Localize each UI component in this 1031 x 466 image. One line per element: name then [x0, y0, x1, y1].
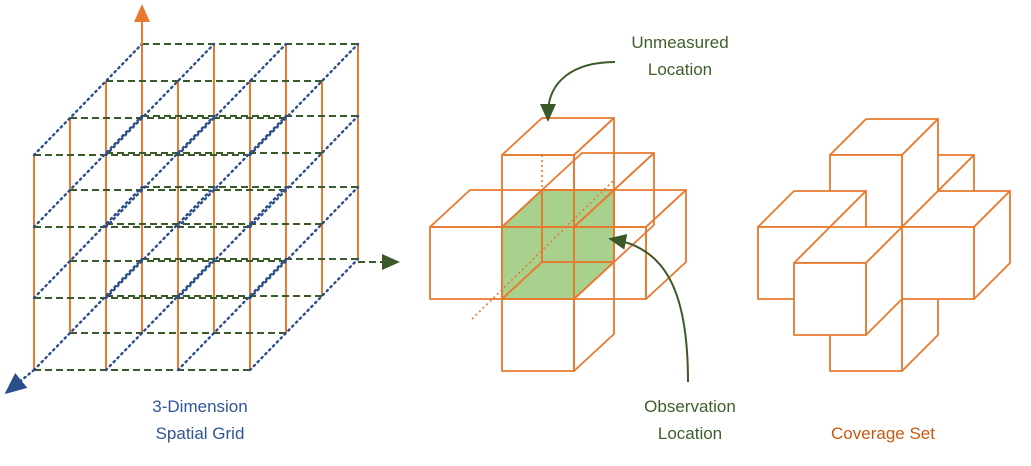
- grid-depth-line: [248, 257, 360, 372]
- grid-depth-line: [32, 257, 144, 372]
- unmeasured-label-line1: Unmeasured: [631, 33, 728, 52]
- top-cube-top: [501, 117, 615, 156]
- grid-depth-line: [176, 257, 288, 372]
- grid-label-line2: Spatial Grid: [156, 424, 245, 443]
- observation-label-line1: Observation: [644, 397, 736, 416]
- grid-depth-line: [104, 185, 216, 300]
- grid-depth-line: [32, 114, 144, 229]
- right-block-front: [901, 226, 975, 300]
- grid-depth-line: [104, 257, 216, 372]
- grid-depth-line: [176, 114, 288, 229]
- coverage-label: Coverage Set: [831, 424, 935, 443]
- grid-depth-line: [32, 185, 144, 300]
- center-cube-side: [573, 189, 615, 300]
- grid-depth-line: [176, 42, 288, 157]
- grid-label-line1: 3-Dimension: [152, 397, 247, 416]
- grid-depth-line: [248, 42, 360, 157]
- grid-depth-line: [248, 114, 360, 229]
- observation-pointer-arrow: [608, 233, 689, 383]
- observation-label-line2: Location: [658, 424, 722, 443]
- back-cube-top: [541, 152, 655, 191]
- spatial-grid-3d: [4, 4, 400, 395]
- right-cube-side: [645, 189, 687, 300]
- grid-depth-line: [104, 114, 216, 229]
- bottom-cube-front: [501, 298, 575, 372]
- front-cube-front: [793, 262, 867, 336]
- grid-depth-line: [248, 185, 360, 300]
- unmeasured-pointer-arrow: [540, 61, 616, 122]
- left-cube-front: [429, 226, 503, 300]
- unmeasured-label-line2: Location: [648, 60, 712, 79]
- observation-cross: [429, 117, 687, 372]
- grid-depth-line: [32, 42, 144, 157]
- grid-depth-line: [176, 185, 288, 300]
- grid-depth-line: [104, 42, 216, 157]
- hidden-edge: [471, 179, 615, 320]
- coverage-set-cross: [757, 118, 1011, 372]
- observation-fill: [502, 190, 614, 299]
- y-axis-arrow: [4, 368, 36, 395]
